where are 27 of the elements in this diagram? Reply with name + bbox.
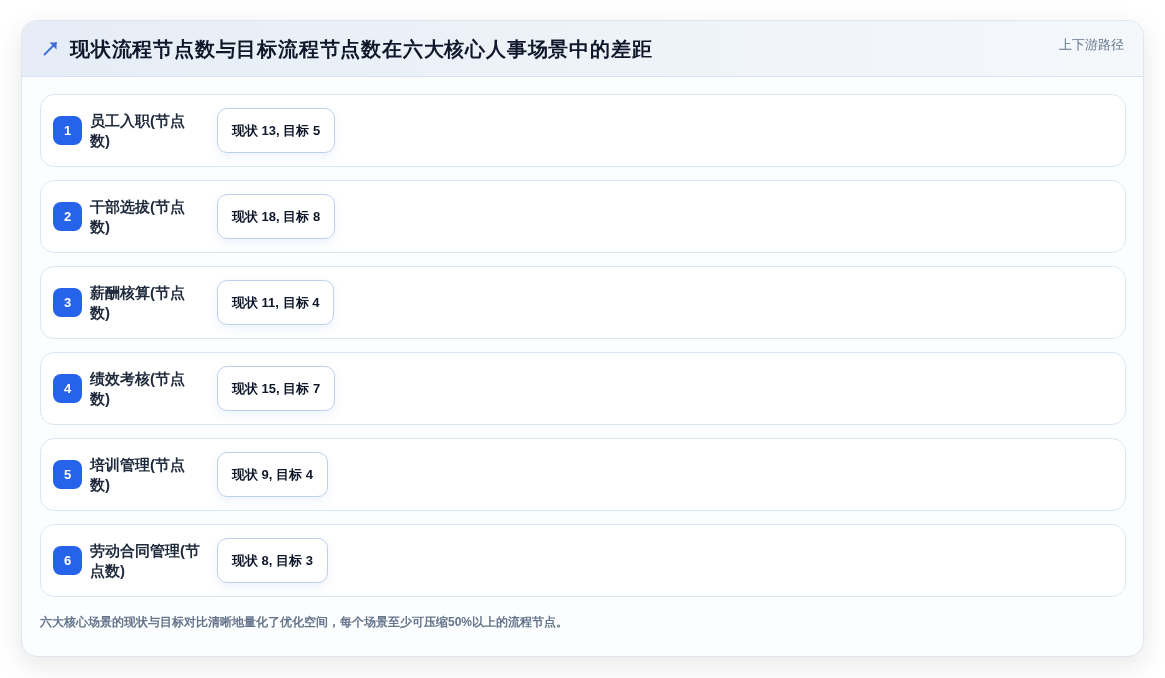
count-tag: 现状 18, 目标 8 bbox=[217, 194, 336, 239]
scenario-label: 干部选拔(节点数) bbox=[90, 196, 186, 237]
count-tag: 现状 11, 目标 4 bbox=[217, 280, 335, 325]
scenario-row bbox=[40, 524, 1126, 597]
scenario-row bbox=[40, 94, 1126, 167]
count-tag: 现状 13, 目标 5 bbox=[217, 108, 336, 153]
scenario-row bbox=[40, 180, 1126, 253]
number-badge: 4 bbox=[53, 374, 82, 403]
number-badge: 6 bbox=[53, 546, 82, 575]
scenario-label: 绩效考核(节点数) bbox=[90, 368, 186, 409]
scenario-row bbox=[40, 438, 1126, 511]
scenario-label: 薪酬核算(节点数) bbox=[90, 282, 186, 323]
number-badge: 3 bbox=[53, 288, 82, 317]
path-label: 上下游路径 bbox=[1059, 37, 1124, 53]
number-badge: 1 bbox=[53, 116, 82, 145]
scenario-row bbox=[40, 266, 1126, 339]
count-tag: 现状 9, 目标 4 bbox=[217, 452, 328, 497]
number-badge: 5 bbox=[53, 460, 82, 489]
count-tag: 现状 8, 目标 3 bbox=[217, 538, 328, 583]
scenario-label: 培训管理(节点数) bbox=[90, 454, 186, 495]
number-badge: 2 bbox=[53, 202, 82, 231]
scenario-label: 劳动合同管理(节点数) bbox=[90, 540, 201, 581]
scenario-row bbox=[40, 352, 1126, 425]
count-tag: 现状 15, 目标 7 bbox=[217, 366, 336, 411]
summary-note: 六大核心场景的现状与目标对比清晰地量化了优化空间，每个场景至少可压缩50%以上的流程节点。 bbox=[40, 614, 569, 630]
diagram-title: 现状流程节点数与目标流程节点数在六大核心人事场景中的差距 bbox=[70, 37, 653, 62]
scenario-label: 员工入职(节点数) bbox=[90, 110, 186, 151]
